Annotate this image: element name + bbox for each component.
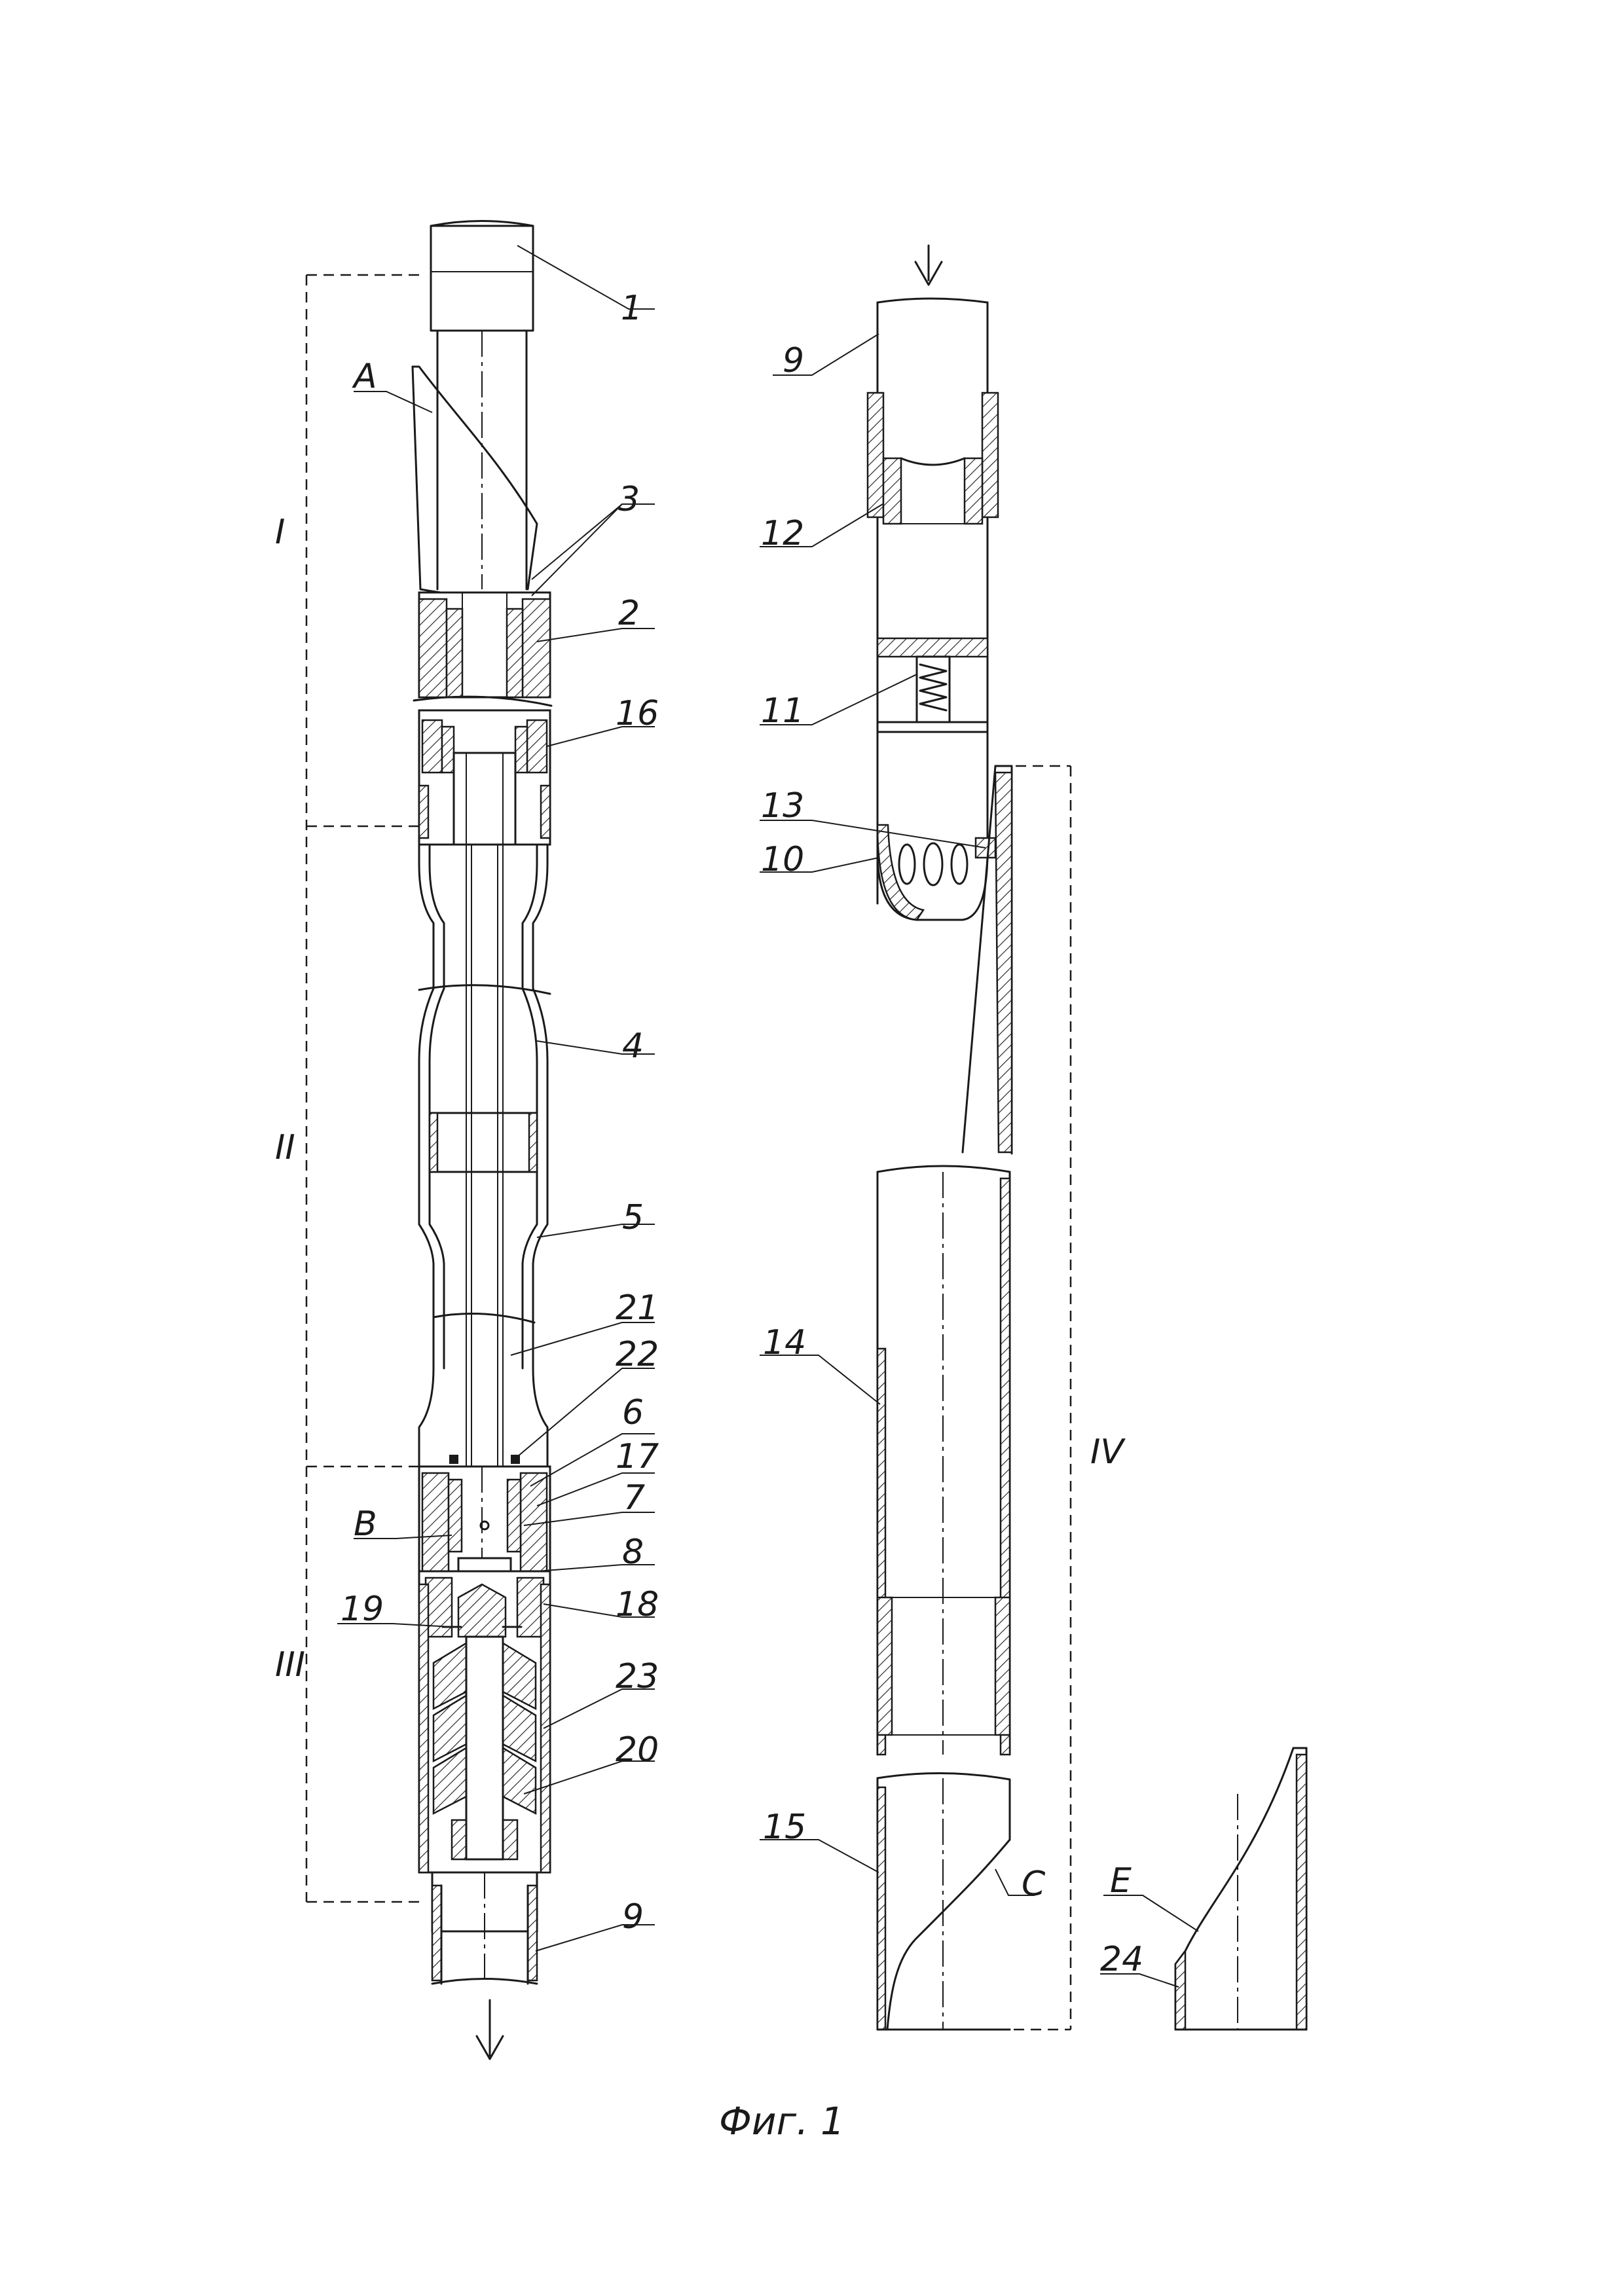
label-part-10: 10	[761, 840, 804, 879]
right-lower-assembly	[877, 766, 1306, 2030]
upper-pipe-section-I	[413, 331, 549, 596]
label-part-14: 14	[763, 1323, 806, 1362]
label-section-IV: IV	[1090, 1432, 1126, 1472]
label-part-12: 12	[761, 514, 804, 553]
label-part-22: 22	[616, 1335, 659, 1374]
label-section-II: II	[275, 1128, 295, 1167]
label-part-16: 16	[616, 694, 659, 733]
section-IV-bracket	[877, 766, 1071, 2030]
figure-caption: Фиг. 1	[719, 2099, 845, 2143]
part-16-packing	[419, 710, 550, 845]
label-part-5: 5	[622, 1198, 644, 1237]
label-part-19: 19	[341, 1590, 384, 1629]
label-part-9-upper: 9	[783, 341, 804, 380]
flow-arrow-down-right	[915, 246, 942, 285]
part-2-sub	[414, 592, 551, 706]
part-12-nozzle	[883, 458, 982, 524]
label-detail-E: E	[1110, 1861, 1132, 1901]
label-part-3: 3	[618, 480, 640, 519]
part-1-coupling	[431, 221, 533, 331]
label-part-15: 15	[763, 1808, 806, 1847]
part-9-upper-pipe	[868, 299, 998, 903]
part-4-5-body	[419, 845, 550, 1467]
part-15-slant-cut	[877, 1773, 1010, 2030]
label-section-III: III	[275, 1645, 305, 1685]
label-part-21: 21	[616, 1288, 659, 1328]
label-part-20: 20	[616, 1730, 659, 1770]
left-assembly	[306, 221, 551, 2060]
parts-18-19-20-23	[419, 1571, 550, 1872]
label-part-6: 6	[622, 1393, 644, 1432]
label-part-11: 11	[761, 691, 804, 731]
label-part-13: 13	[761, 786, 804, 826]
label-detail-A: A	[352, 357, 377, 396]
section-brackets	[306, 275, 426, 1902]
label-part-18: 18	[616, 1585, 659, 1624]
label-detail-B: B	[354, 1504, 377, 1544]
label-part-9-lower: 9	[622, 1897, 644, 1937]
part-24-detail-E	[1175, 1748, 1306, 2030]
right-upper-assembly	[868, 246, 998, 920]
label-part-2: 2	[618, 594, 640, 633]
label-detail-C: C	[1022, 1865, 1046, 1904]
label-part-17: 17	[616, 1437, 659, 1476]
part-9-lower-pipe	[432, 1872, 537, 1984]
label-part-8: 8	[622, 1533, 644, 1572]
part-14-cone	[877, 1166, 1010, 1755]
label-part-1: 1	[621, 289, 642, 328]
label-part-7: 7	[623, 1478, 645, 1518]
label-part-23: 23	[616, 1657, 659, 1696]
label-part-24: 24	[1100, 1940, 1143, 1979]
label-section-I: I	[275, 513, 285, 552]
flow-arrow-down-left	[477, 2000, 503, 2059]
label-part-4: 4	[622, 1027, 644, 1066]
